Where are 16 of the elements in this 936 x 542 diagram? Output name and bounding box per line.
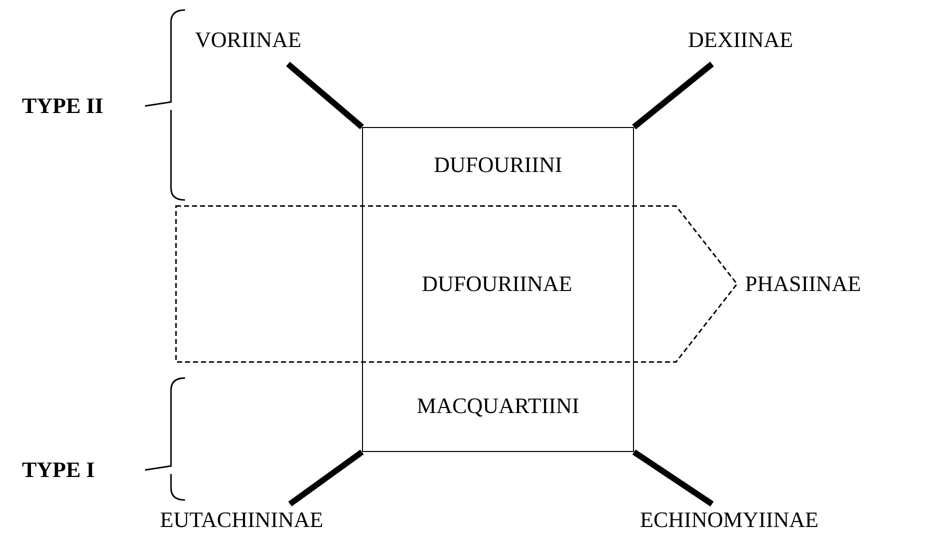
dashed-pentagon bbox=[174, 204, 740, 364]
taxon-label: VORIINAE bbox=[195, 28, 302, 52]
taxon-label: DUFOURIINAE bbox=[422, 272, 572, 296]
taxon-label: DEXIINAE bbox=[688, 28, 794, 52]
group-label: TYPE I bbox=[22, 458, 95, 482]
connector-line bbox=[288, 450, 364, 506]
connector-line bbox=[286, 62, 364, 130]
taxon-label: DUFOURIINI bbox=[434, 153, 562, 177]
rectangle-box bbox=[362, 127, 634, 452]
connector-line bbox=[632, 450, 714, 506]
connector-line bbox=[632, 62, 714, 130]
group-label: TYPE II bbox=[22, 94, 104, 118]
taxon-label: MACQUARTIINI bbox=[416, 394, 580, 418]
taxon-label: PHASIINAE bbox=[745, 272, 862, 296]
taxon-label: ECHINOMYIINAE bbox=[640, 508, 818, 532]
taxon-label: EUTACHININAE bbox=[160, 508, 324, 532]
